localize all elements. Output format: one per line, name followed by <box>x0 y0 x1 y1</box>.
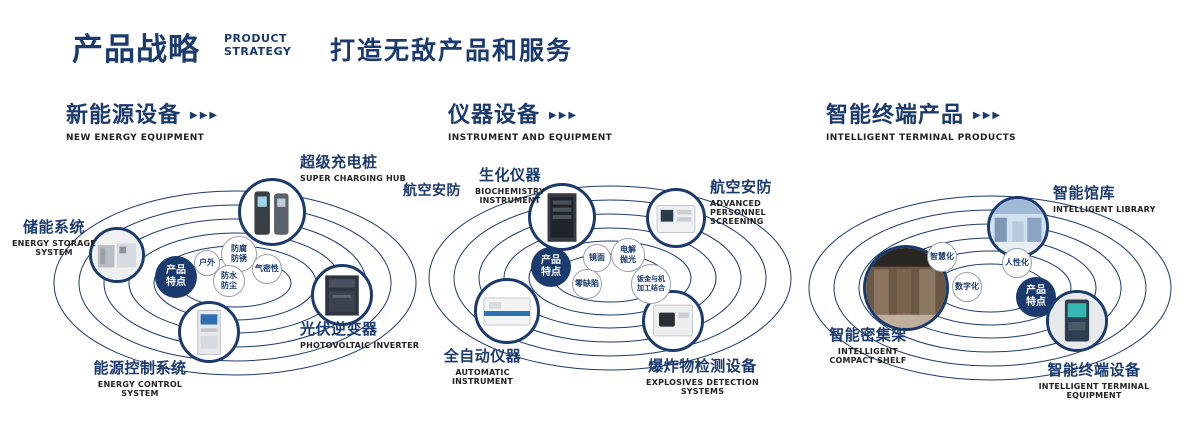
page-title-en: PRODUCT STRATEGY <box>224 32 292 58</box>
section-subtitle: INSTRUMENT AND EQUIPMENT <box>448 133 613 143</box>
triple-arrow-icon: ▶▶▶ <box>549 110 579 121</box>
feature-bubble-mirror: 镜面 <box>583 244 611 272</box>
product-node-pv-inverter <box>311 264 373 326</box>
product-label-intelligent-library: 智能馆库 INTELLIGENT LIBRARY <box>1053 184 1156 214</box>
personnel-screening-photo <box>656 204 696 233</box>
orbit-rings <box>808 195 1172 381</box>
pv-inverter-photo <box>325 275 359 316</box>
feature-bubble-humanized: 人性化 <box>1002 248 1032 278</box>
triple-arrow-icon: ▶▶▶ <box>973 110 1003 121</box>
product-node-biochemistry <box>528 183 596 251</box>
section-title: 新能源设备 <box>66 103 182 128</box>
product-label-pv-inverter: 光伏逆变器 PHOTOVOLTAIC INVERTER <box>300 320 420 350</box>
product-node-energy-control <box>178 301 240 363</box>
feature-bubble-sheetmetal-machining: 钣金与机加工结合 <box>631 264 671 304</box>
feature-bubble-zero-defect: 零缺陷 <box>572 269 602 299</box>
section-subtitle: INTELLIGENT TERMINAL PRODUCTS <box>826 133 1016 143</box>
page-title-en-line1: PRODUCT <box>224 32 288 45</box>
product-label-super-charging-hub: 超级充电桩 SUPER CHARGING HUB <box>300 153 406 183</box>
product-node-intelligent-library <box>987 196 1049 258</box>
section-header-instruments: 仪器设备 ▶▶▶ INSTRUMENT AND EQUIPMENT <box>448 97 612 143</box>
feature-bubble-outdoor: 户外 <box>194 250 220 276</box>
product-features-badge: 产品特点 <box>1016 277 1056 317</box>
section-title: 智能终端产品 <box>826 103 965 128</box>
section-subtitle: NEW ENERGY EQUIPMENT <box>66 133 205 143</box>
terminal-equipment-photo <box>1049 293 1105 349</box>
product-node-automatic-instrument <box>474 278 540 344</box>
tagline: 打造无敌产品和服务 <box>330 36 574 65</box>
triple-arrow-icon: ▶▶▶ <box>190 110 220 121</box>
feature-bubble-airtight: 气密性 <box>252 254 282 284</box>
section-header-intelligent-terminal: 智能终端产品 ▶▶▶ INTELLIGENT TERMINAL PRODUCTS <box>826 97 1016 143</box>
section-header-new-energy: 新能源设备 ▶▶▶ NEW ENERGY EQUIPMENT <box>66 97 219 143</box>
page-title: 产品战略 <box>72 32 200 68</box>
product-label-personnel-screening: 航空安防 ADVANCED PERSONNEL SCREENING <box>710 178 773 226</box>
product-features-badge: 产品特点 <box>531 247 571 287</box>
product-label-explosives-detection: 爆炸物检测设备 EXPLOSIVES DETECTION SYSTEMS <box>646 357 759 396</box>
product-label-energy-control: 能源控制系统 ENERGY CONTROL SYSTEM <box>93 359 187 398</box>
compact-shelf-photo <box>866 248 946 328</box>
product-node-personnel-screening <box>646 188 706 248</box>
feature-bubble-digital: 数字化 <box>952 272 982 302</box>
product-label-compact-shelf: 智能密集架 INTELLIGENT COMPACT SHELF <box>829 326 907 365</box>
product-node-compact-shelf <box>863 245 949 331</box>
product-node-energy-storage <box>89 227 145 283</box>
biochemistry-instrument-photo <box>547 193 577 242</box>
page-title-en-line2: STRATEGY <box>224 44 292 58</box>
product-node-terminal-equipment <box>1046 290 1108 352</box>
product-label-terminal-equipment: 智能终端设备 INTELLIGENT TERMINAL EQUIPMENT <box>1038 361 1150 400</box>
automatic-instrument-photo <box>483 297 531 326</box>
product-node-super-charging-hub <box>238 178 306 246</box>
feature-bubble-waterproof: 防水防尘 <box>213 265 245 297</box>
explosives-detection-photo <box>652 304 694 337</box>
product-label-automatic-instrument: 全自动仪器 AUTOMATIC INSTRUMENT <box>443 347 522 386</box>
product-label-aviation-security-left: 航空安防 <box>403 183 461 199</box>
energy-storage-photo <box>92 230 142 280</box>
charging-hub-photo <box>254 191 289 235</box>
product-label-biochemistry: 生化仪器 BIOCHEMISTRY INSTRUMENT <box>475 166 545 205</box>
product-label-energy-storage: 储能系统 ENERGY STORAGE SYSTEM <box>12 218 96 257</box>
product-features-badge: 产品特点 <box>155 256 197 298</box>
feature-bubble-smart: 智慧化 <box>927 242 957 272</box>
energy-control-photo <box>197 310 221 355</box>
section-title: 仪器设备 <box>448 103 541 128</box>
intelligent-library-photo <box>990 199 1046 255</box>
